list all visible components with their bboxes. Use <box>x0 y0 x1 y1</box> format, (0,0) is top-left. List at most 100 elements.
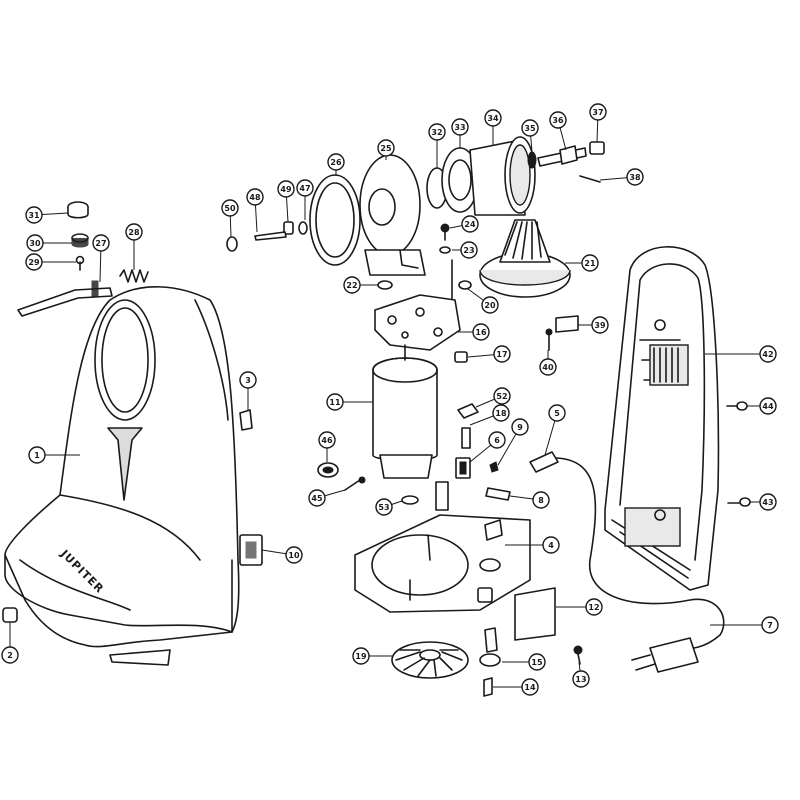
fan-part <box>391 641 469 679</box>
callout-number: 47 <box>299 184 310 193</box>
callout-number: 18 <box>495 409 507 418</box>
callout-21: 21 <box>581 254 599 272</box>
callout-number: 23 <box>463 246 474 255</box>
callout-circle <box>352 647 370 665</box>
callout-39: 39 <box>591 316 609 334</box>
callout-14: 14 <box>521 678 539 696</box>
callout-27: 27 <box>92 234 110 252</box>
callout-number: 48 <box>249 193 261 202</box>
callout-circle <box>572 670 590 688</box>
callout-circle <box>488 431 506 449</box>
callout-number: 10 <box>288 551 300 560</box>
callout-49: 49 <box>277 180 295 198</box>
callout-number: 11 <box>329 398 341 407</box>
callout-circle <box>759 345 777 363</box>
callout-25: 25 <box>377 139 395 157</box>
callout-1: 1 <box>28 446 46 464</box>
callout-24: 24 <box>461 215 479 233</box>
callout-circle <box>1 646 19 664</box>
callout-number: 16 <box>475 328 487 337</box>
callout-45: 45 <box>308 489 326 507</box>
cone-gear-part <box>479 219 571 298</box>
callout-15: 15 <box>528 653 546 671</box>
nut-part <box>454 351 468 363</box>
terminal-parts <box>455 403 511 501</box>
small-parts-left <box>67 201 89 271</box>
callout-number: 36 <box>552 116 564 125</box>
callout-number: 25 <box>380 144 392 153</box>
callout-circle <box>285 546 303 564</box>
callout-number: 29 <box>28 258 40 267</box>
callout-number: 40 <box>542 363 554 372</box>
callout-circle <box>532 491 550 509</box>
rear-screws <box>726 401 751 507</box>
callout-20: 20 <box>481 296 499 314</box>
callout-number: 24 <box>464 220 476 229</box>
callout-number: 27 <box>95 239 106 248</box>
callout-circle <box>25 253 43 271</box>
callout-circle <box>125 223 143 241</box>
callout-circle <box>308 489 326 507</box>
callout-42: 42 <box>759 345 777 363</box>
callout-circle <box>542 536 560 554</box>
callout-31: 31 <box>25 206 43 224</box>
callout-circle <box>296 179 314 197</box>
callout-circle <box>759 493 777 511</box>
callout-number: 38 <box>629 173 641 182</box>
callout-30: 30 <box>26 234 44 252</box>
callout-number: 35 <box>524 124 536 133</box>
callout-number: 53 <box>378 503 389 512</box>
callout-circle <box>539 358 557 376</box>
callout-circle <box>589 103 607 121</box>
callout-number: 9 <box>517 423 523 432</box>
callout-12: 12 <box>585 598 603 616</box>
switch-part <box>239 534 263 566</box>
callout-53: 53 <box>375 498 393 516</box>
callout-number: 15 <box>531 658 543 667</box>
callout-number: 42 <box>762 350 773 359</box>
foot-part <box>2 607 18 623</box>
callout-circle <box>92 234 110 252</box>
callout-circle <box>481 296 499 314</box>
callout-3: 3 <box>239 371 257 389</box>
callout-number: 30 <box>29 239 41 248</box>
callout-6: 6 <box>488 431 506 449</box>
base-plate-part <box>354 481 531 613</box>
callout-number: 39 <box>594 321 606 330</box>
callout-number: 4 <box>548 541 554 550</box>
callout-16: 16 <box>472 323 490 341</box>
callout-circle <box>585 598 603 616</box>
callout-number: 17 <box>496 350 507 359</box>
callout-17: 17 <box>493 345 511 363</box>
lever-part <box>17 280 113 317</box>
callout-8: 8 <box>532 491 550 509</box>
callout-circle <box>493 387 511 405</box>
callout-number: 1 <box>34 451 40 460</box>
callout-circle <box>318 431 336 449</box>
callout-circle <box>326 393 344 411</box>
callout-number: 6 <box>494 436 500 445</box>
callout-circle <box>511 418 529 436</box>
callout-4: 4 <box>542 536 560 554</box>
callout-number: 31 <box>28 211 40 220</box>
callout-number: 2 <box>7 651 13 660</box>
callout-34: 34 <box>484 109 502 127</box>
callout-circle <box>484 109 502 127</box>
callout-circle <box>493 345 511 363</box>
callout-number: 5 <box>554 409 560 418</box>
housing-part: JUPITER <box>4 286 240 666</box>
gear-train <box>226 136 605 276</box>
callout-number: 50 <box>224 204 236 213</box>
callout-50: 50 <box>221 199 239 217</box>
callout-circle <box>221 199 239 217</box>
callout-22: 22 <box>343 276 361 294</box>
callout-number: 33 <box>454 123 465 132</box>
callout-circle <box>521 678 539 696</box>
callout-13: 13 <box>572 670 590 688</box>
callout-40: 40 <box>539 358 557 376</box>
callout-number: 3 <box>245 376 251 385</box>
callout-number: 44 <box>762 402 774 411</box>
callout-circle <box>759 397 777 415</box>
callout-33: 33 <box>451 118 469 136</box>
